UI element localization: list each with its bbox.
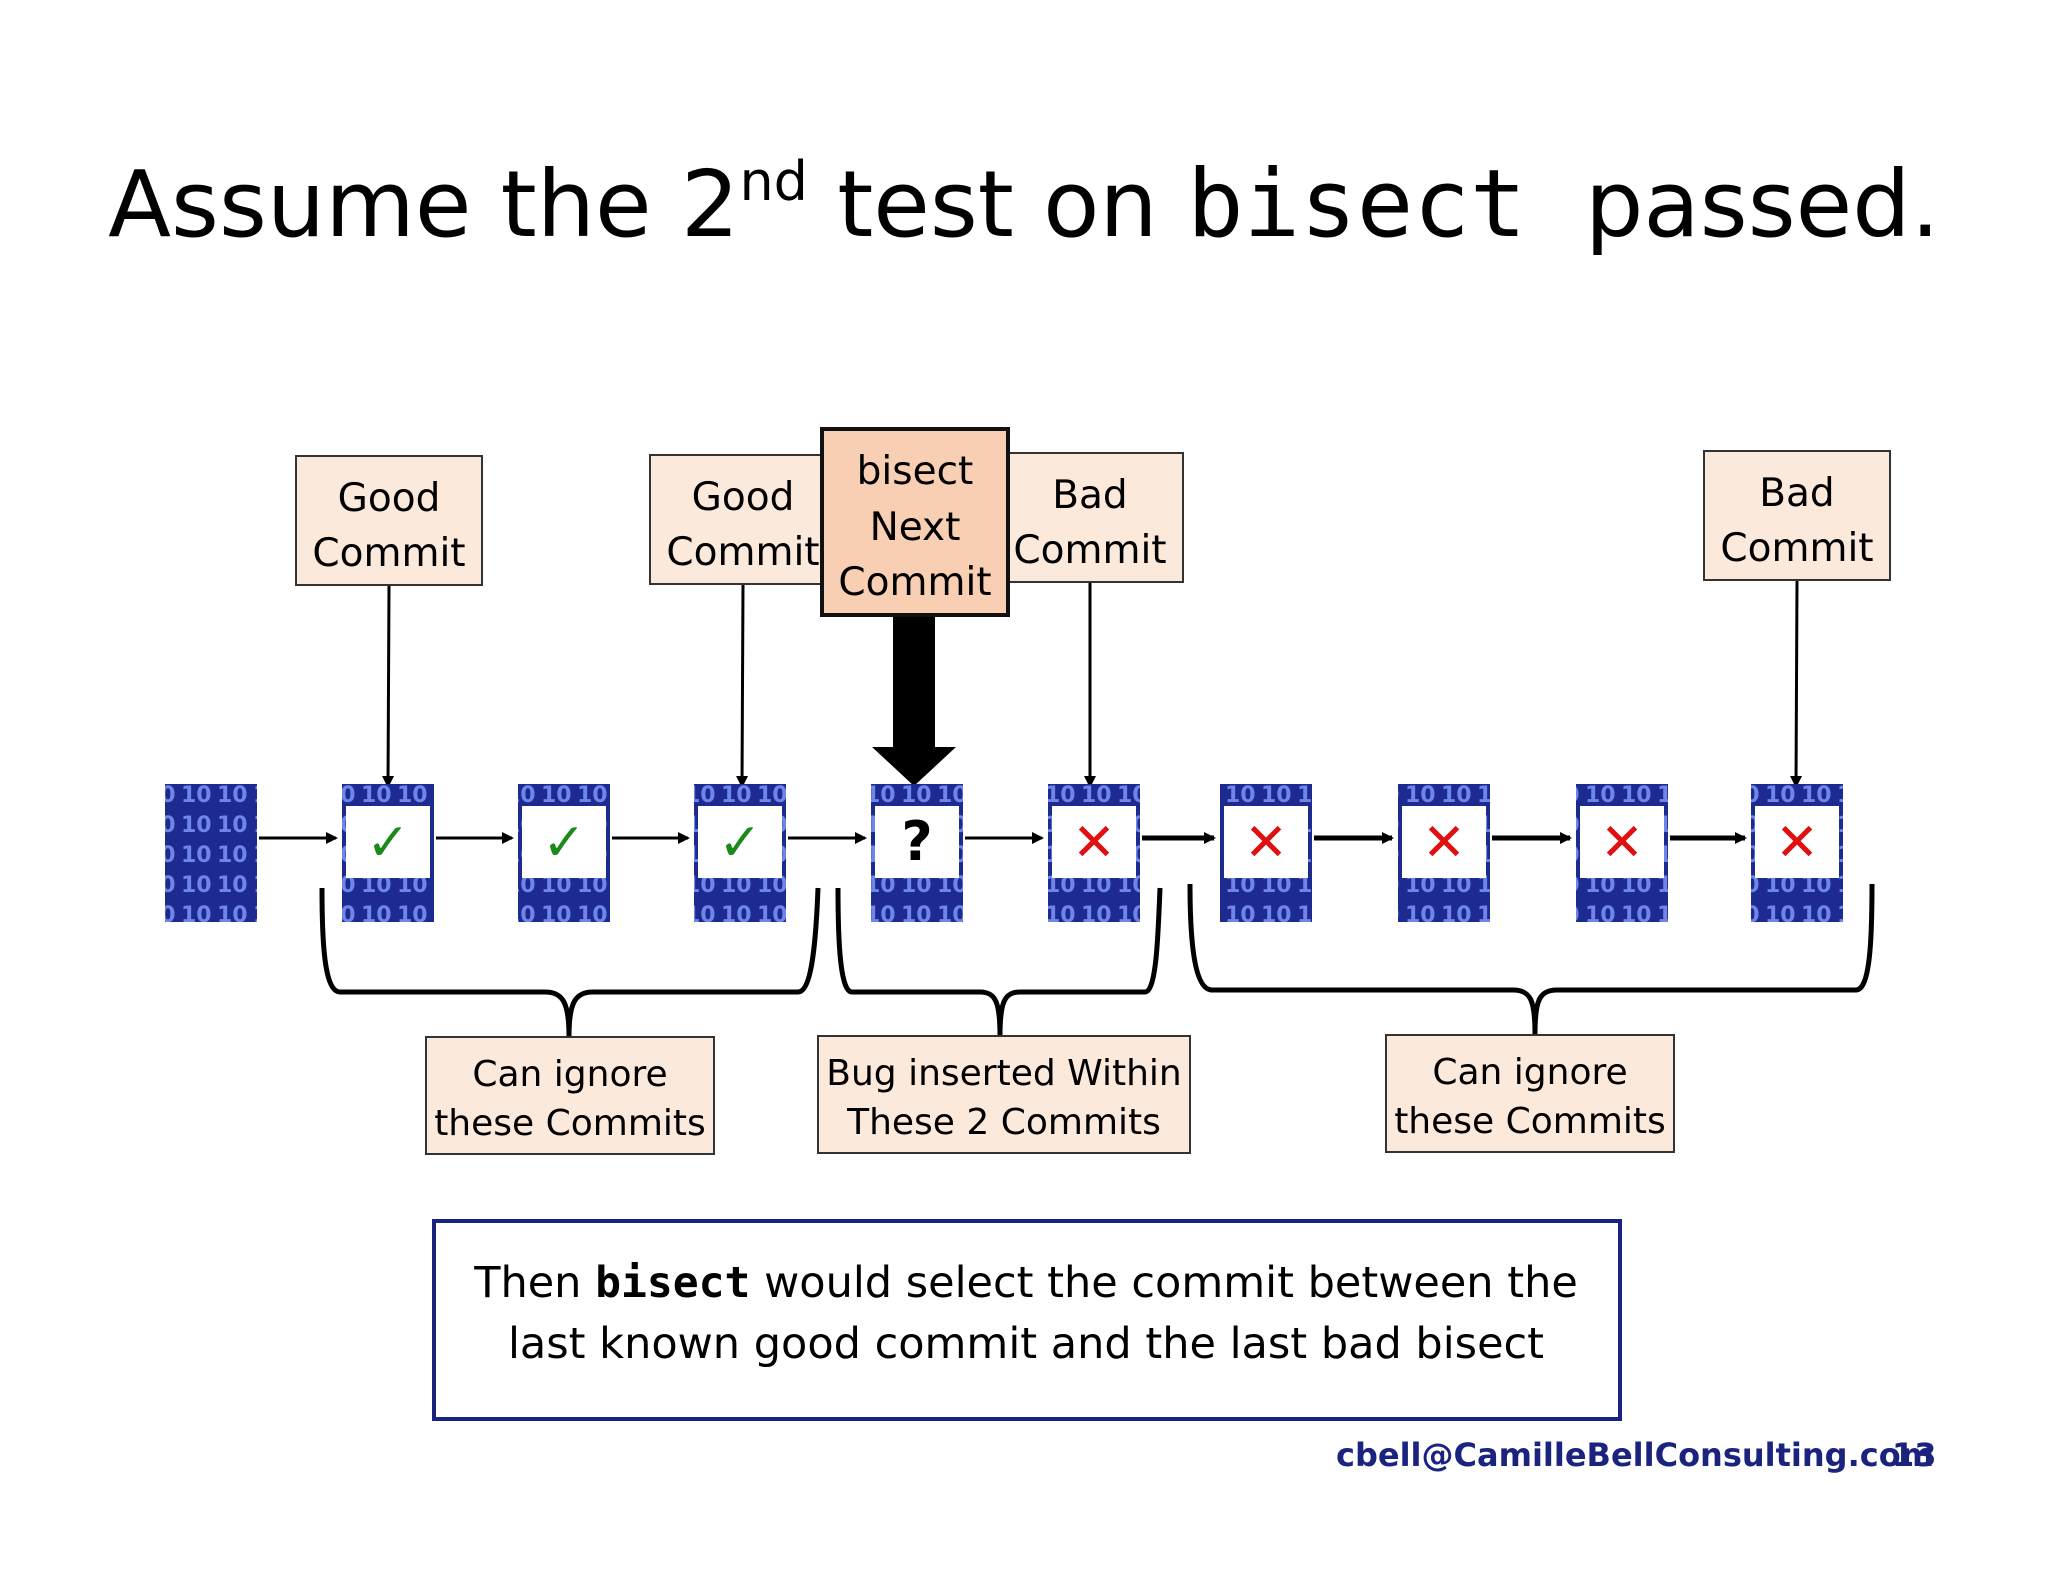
bracket-label-line: Can ignore	[1432, 1052, 1627, 1093]
x-icon: ✕	[1244, 813, 1288, 873]
commit-tile: ✕	[1048, 784, 1140, 922]
commit-status-panel	[875, 806, 959, 878]
commit-tile: ✓	[694, 784, 786, 922]
bracket-label-right: Can ignore these Commits	[1385, 1034, 1675, 1153]
page-number: 13	[1892, 1436, 1937, 1474]
label-line: Bad	[1759, 471, 1834, 516]
label-pointers	[382, 580, 1803, 788]
commit-tile: ✕	[1220, 784, 1312, 922]
note-suffix: would select the commit between the	[750, 1258, 1577, 1308]
pointer-arrow	[382, 585, 395, 788]
label-line: Good	[692, 475, 795, 520]
commit-status-panel	[1402, 806, 1486, 878]
check-icon: ✓	[366, 813, 410, 873]
x-icon: ✕	[1072, 813, 1116, 873]
commit-status-panel	[1052, 806, 1136, 878]
note-box: Then bisect would select the commit betw…	[432, 1219, 1622, 1421]
commit-tile	[165, 784, 257, 922]
commit-tile: ✕	[1751, 784, 1843, 922]
label-line: Commit	[838, 560, 991, 605]
commit-chain: ✓ ✓ ✓? ✕ ✕ ✕ ✕ ✕	[165, 784, 1843, 922]
title-suffix: passed.	[1526, 151, 1940, 258]
bisect-thick-arrow-head	[872, 747, 956, 786]
commit-tile: ✓	[342, 784, 434, 922]
commit-tile: ?	[871, 784, 963, 922]
label-line: Bad	[1052, 473, 1127, 518]
question-icon: ?	[901, 810, 932, 873]
commit-status-panel	[1224, 806, 1308, 878]
label-line: Commit	[1720, 526, 1873, 571]
label-line: Commit	[312, 531, 465, 576]
commit-tile: ✕	[1398, 784, 1490, 922]
commit-status-panel	[1755, 806, 1839, 878]
label-good-commit-2: Good Commit	[649, 454, 837, 585]
commit-tile-image	[165, 784, 257, 922]
commit-status-panel	[1580, 806, 1664, 878]
footer-email: cbell@CamilleBellConsulting.com	[1336, 1436, 1935, 1474]
brace-right	[1187, 883, 1875, 1035]
check-icon: ✓	[718, 813, 762, 873]
label-bad-commit-1: Bad Commit	[1004, 452, 1184, 583]
title-middle: test on	[807, 151, 1187, 258]
bracket-label-line: these Commits	[434, 1103, 706, 1144]
bracket-label-line: these Commits	[1394, 1101, 1666, 1142]
commit-status-panel	[522, 806, 606, 878]
x-icon: ✕	[1775, 813, 1819, 873]
x-icon: ✕	[1600, 813, 1644, 873]
label-line: Good	[338, 476, 441, 521]
commit-tile: ✕	[1576, 784, 1668, 922]
label-bisect-next-commit: bisect Next Commit	[820, 427, 1010, 617]
note-code: bisect	[595, 1258, 750, 1308]
commit-tile: ✓	[518, 784, 610, 922]
x-icon: ✕	[1422, 813, 1466, 873]
label-good-commit-1: Good Commit	[295, 455, 483, 586]
label-bad-commit-2: Bad Commit	[1703, 450, 1891, 581]
title-code: bisect	[1186, 150, 1527, 259]
bracket-label-line: These 2 Commits	[846, 1102, 1161, 1143]
bisect-thick-arrow-shaft	[893, 617, 935, 749]
pointer-arrow	[1790, 580, 1803, 788]
label-line: Commit	[1013, 528, 1166, 573]
bracket-label-line: Bug inserted Within	[826, 1053, 1181, 1094]
note-line-1: Then bisect would select the commit betw…	[473, 1258, 1578, 1308]
bracket-label-left: Can ignore these Commits	[425, 1036, 715, 1155]
slide-title: Assume the 2nd test on bisect passed.	[0, 150, 2048, 259]
title-prefix: Assume the 2	[108, 151, 740, 258]
bracket-label-line: Can ignore	[472, 1054, 667, 1095]
commit-status-panel	[698, 806, 782, 878]
bracket-label-middle: Bug inserted Within These 2 Commits	[817, 1035, 1191, 1154]
label-line: Commit	[666, 530, 819, 575]
note-line-2: last known good commit and the last bad …	[508, 1319, 1544, 1369]
label-line: Next	[870, 505, 961, 550]
label-line: bisect	[857, 449, 974, 494]
title-superscript: nd	[739, 150, 808, 213]
pointer-arrow	[736, 584, 749, 788]
note-prefix: Then	[473, 1258, 595, 1308]
check-icon: ✓	[542, 813, 586, 873]
commit-status-panel	[346, 806, 430, 878]
